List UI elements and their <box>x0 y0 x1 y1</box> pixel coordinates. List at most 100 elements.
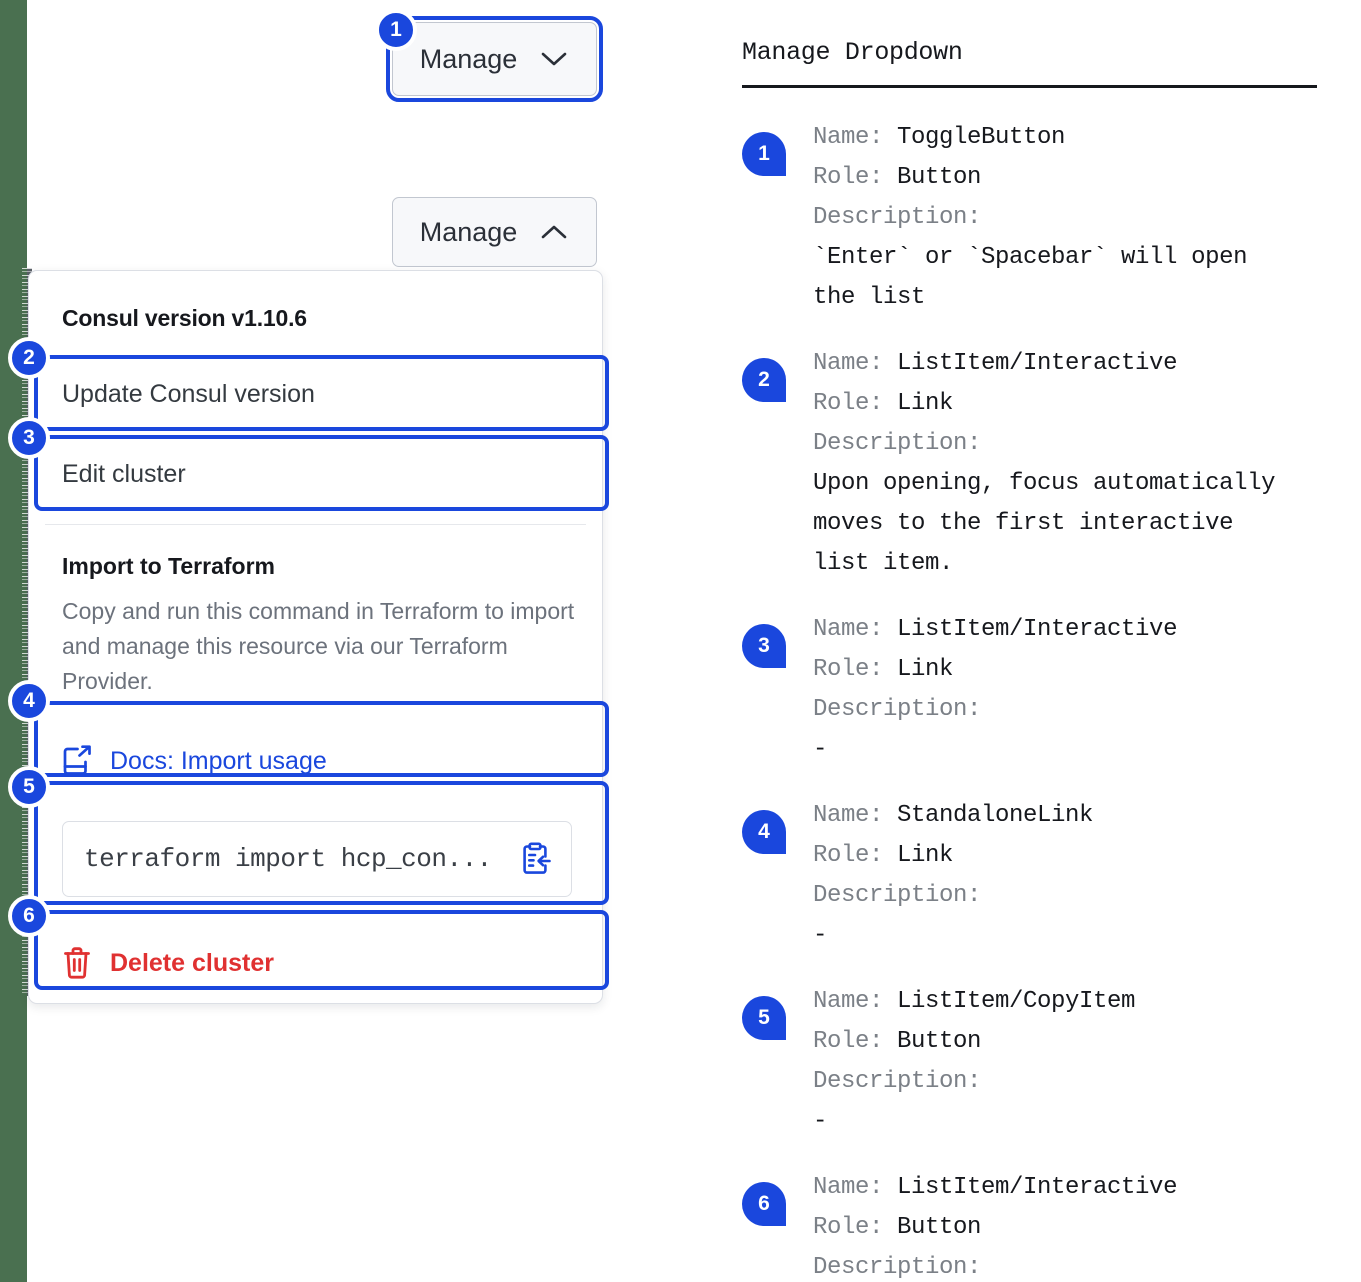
consul-version-heading: Consul version v1.10.6 <box>62 305 307 331</box>
manage-toggle-label-open: Manage <box>419 216 518 247</box>
doc-entry-description-label-key: Description: <box>813 204 982 231</box>
doc-entry-role-key: Role: <box>813 1214 884 1241</box>
doc-entry-pin-badge: 5 <box>742 996 786 1040</box>
doc-entry-name-key: Name: <box>813 1174 884 1201</box>
callout-badge-6: 6 <box>8 895 50 937</box>
doc-entry-description-value: - <box>813 1108 828 1135</box>
import-terraform-heading: Import to Terraform <box>62 553 275 579</box>
doc-entry-role-key: Role: <box>813 390 884 417</box>
callout-badge-4: 4 <box>8 680 50 722</box>
menu-item-delete-cluster[interactable]: Delete cluster <box>29 923 602 1003</box>
doc-entry-name-key: Name: <box>813 350 884 377</box>
doc-entry-name-value: ListItem/CopyItem <box>883 988 1136 1015</box>
doc-entry-pin-badge: 6 <box>742 1182 786 1226</box>
menu-divider <box>45 524 586 525</box>
chevron-down-icon <box>539 49 569 69</box>
manage-toggle-button-open[interactable]: Manage <box>392 197 597 267</box>
doc-entry-pin-badge: 4 <box>742 810 786 854</box>
doc-entry-name: Name: ListItem/CopyItem <box>813 982 1317 1022</box>
callout-badge-5: 5 <box>8 766 50 808</box>
doc-entry-description-label: Description: <box>813 198 1317 238</box>
trash-icon <box>62 946 92 980</box>
doc-entry-role-value: Link <box>883 390 954 417</box>
doc-panel-rule <box>742 85 1317 88</box>
manage-toggle-label: Manage <box>419 43 518 74</box>
doc-entry-description-label: Description: <box>813 690 1317 730</box>
doc-entry-role-value: Button <box>883 164 982 191</box>
copy-clipboard-icon[interactable] <box>518 842 552 876</box>
doc-entry-name-value: ListItem/Interactive <box>883 350 1178 377</box>
doc-entry-description-label-key: Description: <box>813 430 982 457</box>
doc-entry-role-key: Role: <box>813 164 884 191</box>
doc-entry-name-key: Name: <box>813 616 884 643</box>
doc-entry-role: Role: Button <box>813 1208 1317 1248</box>
doc-entry-description-label-key: Description: <box>813 1254 982 1281</box>
doc-entry-name: Name: ListItem/Interactive <box>813 610 1317 650</box>
doc-entry-name: Name: ListItem/Interactive <box>813 1168 1317 1208</box>
doc-entry-role-value: Button <box>883 1214 982 1241</box>
doc-entry-description-label-key: Description: <box>813 882 982 909</box>
doc-entry-pin-badge: 3 <box>742 624 786 668</box>
doc-entry-description-value: `Enter` or `Spacebar` will open the list <box>813 244 1248 311</box>
doc-entry-description-value: Upon opening, focus automatically moves … <box>813 470 1276 577</box>
import-terraform-description: Copy and run this command in Terraform t… <box>62 598 575 694</box>
manage-dropdown-menu: Consul version v1.10.6 Update Consul ver… <box>28 270 603 1004</box>
doc-entry-role-key: Role: <box>813 656 884 683</box>
menu-item-update-label: Update Consul version <box>62 379 315 408</box>
doc-entry-description-value: - <box>813 736 828 763</box>
doc-panel-title: Manage Dropdown <box>742 38 963 67</box>
doc-entry-name: Name: ToggleButton <box>813 118 1317 158</box>
doc-entry-role-value: Button <box>883 1028 982 1055</box>
menu-item-update-consul-version[interactable]: Update Consul version <box>29 354 602 434</box>
doc-entry-name: Name: ListItem/Interactive <box>813 344 1317 384</box>
doc-entry-name-value: ListItem/Interactive <box>883 1174 1178 1201</box>
doc-entry-description-label: Description: <box>813 1062 1317 1102</box>
menu-item-docs-import-usage[interactable]: Docs: Import usage <box>29 721 602 801</box>
doc-entry-role: Role: Button <box>813 1022 1317 1062</box>
doc-entry-description-value: - <box>813 922 828 949</box>
doc-entry-role-value: Link <box>883 842 954 869</box>
menu-item-edit-cluster[interactable]: Edit cluster <box>29 434 602 514</box>
terraform-command-copy-item[interactable]: terraform import hcp_con... <box>62 821 572 897</box>
manage-toggle-button-focused[interactable]: Manage <box>386 16 603 102</box>
doc-entry-pin-badge: 2 <box>742 358 786 402</box>
doc-entry-role-key: Role: <box>813 842 884 869</box>
doc-entry-role: Role: Link <box>813 384 1317 424</box>
doc-entry-name: Name: StandaloneLink <box>813 796 1317 836</box>
doc-entry-name-value: ToggleButton <box>883 124 1066 151</box>
delete-cluster-label: Delete cluster <box>110 948 274 977</box>
terraform-command-text: terraform import hcp_con... <box>84 844 492 874</box>
callout-badge-1: 1 <box>375 9 417 51</box>
terraform-command-row: terraform import hcp_con... <box>29 801 602 923</box>
doc-entry-name-value: StandaloneLink <box>883 802 1094 829</box>
doc-entry-description-label: Description: <box>813 424 1317 464</box>
crop-edge-noise <box>22 268 32 996</box>
doc-entry-name-value: ListItem/Interactive <box>883 616 1178 643</box>
doc-entry-description-label: Description: <box>813 876 1317 916</box>
doc-entry-description-label-key: Description: <box>813 1068 982 1095</box>
callout-badge-2: 2 <box>8 337 50 379</box>
doc-entry-pin-badge: 1 <box>742 132 786 176</box>
doc-entry-name-key: Name: <box>813 802 884 829</box>
menu-item-edit-label: Edit cluster <box>62 459 186 488</box>
doc-entry-role: Role: Link <box>813 650 1317 690</box>
chevron-up-icon <box>539 222 569 242</box>
doc-entry-role: Role: Button <box>813 158 1317 198</box>
doc-entry-name-key: Name: <box>813 124 884 151</box>
docs-external-link-icon <box>62 745 92 777</box>
doc-entry-name-key: Name: <box>813 988 884 1015</box>
